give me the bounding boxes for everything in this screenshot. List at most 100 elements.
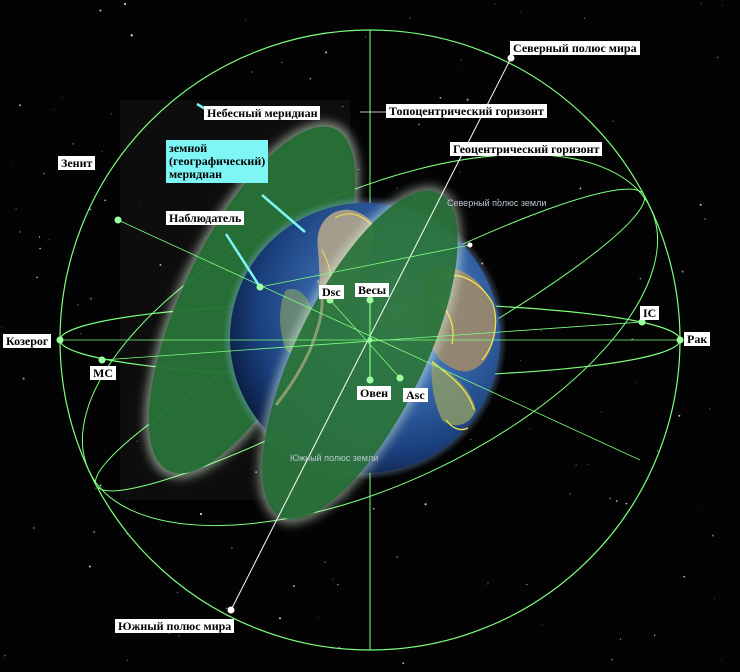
star bbox=[610, 658, 613, 661]
star bbox=[483, 6, 485, 8]
star bbox=[409, 17, 411, 19]
star bbox=[148, 353, 150, 356]
north-pole-point bbox=[507, 54, 515, 62]
star bbox=[3, 654, 6, 657]
star bbox=[402, 662, 405, 665]
earth-south-pole-text: Южный полюс земли bbox=[290, 453, 379, 463]
star bbox=[714, 598, 716, 600]
capricorn-label: Козерог bbox=[3, 334, 52, 348]
star bbox=[317, 616, 319, 618]
aries-label: Овен bbox=[357, 386, 392, 400]
star bbox=[396, 187, 398, 190]
star bbox=[466, 98, 469, 101]
star bbox=[625, 502, 628, 505]
earth-north-pole-text: Северный полюс земли bbox=[447, 198, 547, 208]
star bbox=[499, 622, 501, 624]
geocentric-horizon-label: Геоцентрический горизонт bbox=[450, 142, 603, 156]
star bbox=[583, 17, 586, 20]
dsc-label: Dsc bbox=[319, 285, 344, 299]
star bbox=[197, 640, 199, 642]
observer-pointer bbox=[224, 233, 262, 288]
star bbox=[89, 208, 91, 211]
star bbox=[722, 5, 723, 6]
star bbox=[460, 59, 462, 61]
star bbox=[569, 492, 572, 495]
star bbox=[520, 359, 521, 361]
star bbox=[110, 113, 112, 115]
star bbox=[99, 484, 102, 487]
ic-label: IC bbox=[640, 306, 660, 320]
star bbox=[592, 276, 594, 278]
zenith-point bbox=[114, 216, 122, 224]
star bbox=[92, 530, 96, 534]
star bbox=[48, 239, 50, 241]
star bbox=[72, 142, 75, 145]
star bbox=[579, 187, 582, 190]
star bbox=[681, 270, 684, 273]
star bbox=[439, 96, 442, 99]
star bbox=[526, 583, 528, 586]
star bbox=[683, 575, 686, 578]
star bbox=[678, 414, 681, 417]
star bbox=[485, 585, 487, 587]
earth-north-pole-point bbox=[467, 242, 473, 248]
star bbox=[700, 2, 702, 4]
libra-point bbox=[366, 296, 374, 304]
star bbox=[704, 218, 706, 220]
star bbox=[459, 171, 461, 173]
star bbox=[199, 513, 203, 516]
star bbox=[225, 607, 228, 610]
star bbox=[654, 634, 656, 636]
star bbox=[19, 104, 21, 107]
star bbox=[15, 208, 18, 210]
star bbox=[541, 624, 543, 625]
star bbox=[659, 381, 661, 383]
star bbox=[470, 439, 472, 440]
star bbox=[251, 71, 254, 73]
cancer-label: Рак bbox=[684, 332, 711, 346]
star bbox=[77, 303, 79, 306]
star bbox=[639, 278, 642, 280]
star bbox=[619, 638, 622, 640]
mc-point bbox=[98, 356, 106, 364]
star bbox=[612, 120, 614, 122]
star bbox=[123, 2, 127, 6]
star bbox=[417, 123, 420, 126]
dsc-asc-line bbox=[329, 299, 401, 379]
star bbox=[365, 36, 367, 38]
star bbox=[89, 297, 93, 300]
cancer-point bbox=[676, 336, 684, 344]
star bbox=[341, 105, 344, 108]
star bbox=[159, 263, 162, 266]
star bbox=[94, 487, 97, 490]
star bbox=[53, 109, 55, 111]
star bbox=[39, 247, 41, 250]
star bbox=[61, 97, 63, 99]
star bbox=[88, 565, 91, 568]
star bbox=[324, 51, 328, 54]
star bbox=[600, 411, 603, 414]
topocentric-horizon-label: Топоцентрический горизонт bbox=[386, 104, 547, 118]
asc-label: Asc bbox=[403, 388, 428, 402]
star bbox=[125, 26, 127, 28]
star bbox=[656, 450, 659, 452]
star bbox=[11, 165, 13, 167]
star bbox=[520, 11, 521, 13]
star bbox=[718, 120, 720, 122]
star bbox=[279, 617, 281, 620]
star bbox=[487, 582, 489, 584]
star bbox=[529, 428, 531, 430]
star bbox=[494, 3, 495, 5]
star bbox=[255, 471, 257, 473]
star bbox=[22, 377, 25, 380]
star bbox=[43, 172, 45, 175]
star bbox=[58, 590, 60, 591]
star bbox=[336, 583, 339, 586]
meridian-pointer bbox=[261, 194, 306, 233]
asc-point bbox=[396, 374, 404, 382]
aries-point bbox=[366, 376, 374, 384]
center-point bbox=[367, 337, 373, 343]
star bbox=[699, 203, 702, 206]
